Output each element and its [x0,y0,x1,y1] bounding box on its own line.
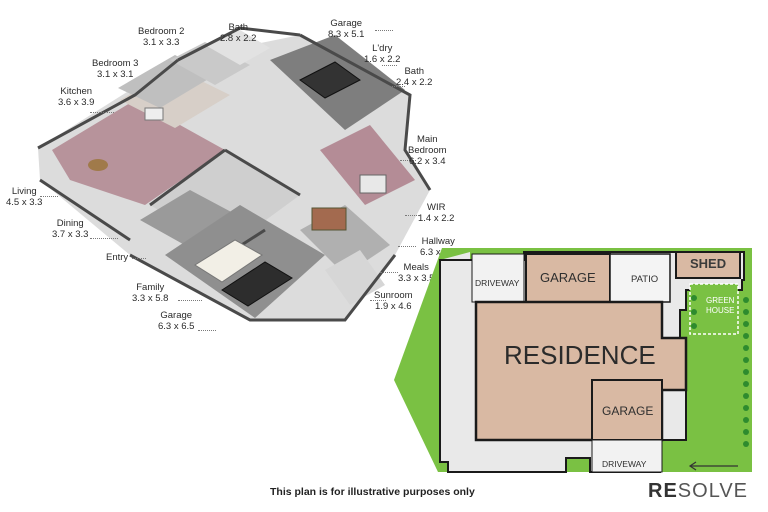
site-garage-bottom: GARAGE [602,404,654,418]
label-bedroom3: Bedroom 3 3.1 x 3.1 [92,58,138,80]
room-name: Garage [160,310,193,321]
entry-arrow [688,461,738,471]
room-name: Bedroom 3 [92,58,139,69]
site-plan [394,248,752,473]
dining-table [88,159,108,171]
room-name: Meals [403,262,429,273]
driveway-top [471,253,525,303]
room-dims: 6.3 x 3.5 [420,247,457,258]
disclaimer-text: This plan is for illustrative purposes o… [270,486,475,498]
label-bedroom2: Bedroom 2 3.1 x 3.3 [138,26,184,48]
room-dims: 1.4 x 2.2 [418,213,455,224]
label-dining: Dining 3.7 x 3.3 [52,218,88,240]
room-name: Dining [56,218,84,229]
car-black [221,261,293,307]
room-name: WIR [426,202,446,213]
site-green-house: GREEN HOUSE [706,296,735,315]
shed [675,251,741,279]
bed-main [359,174,387,194]
site-shed: SHED [690,256,727,271]
room-dims: 6.2 x 3.4 [409,156,446,167]
label-living: Living 4.5 x 3.3 [6,186,42,208]
room-name: Bath [228,22,248,33]
site-patio: PATIO [631,274,659,285]
room-dims: 4.5 x 3.3 [6,197,43,208]
label-family: Family 3.3 x 5.8 [132,282,168,304]
room-dims: 3.3 x 3.5 [398,273,435,284]
room-name: Living [11,186,37,197]
floor-plan-3d [37,26,432,322]
car-white [194,239,263,283]
room-name: Kitchen [60,86,93,97]
logo-part1: RE [648,480,678,502]
room-dims: 1.9 x 4.6 [375,301,412,312]
bed-bedroom3 [144,107,164,121]
room-dims: 8.3 x 5.1 [328,29,365,40]
room-dims: 3.6 x 3.9 [58,97,95,108]
label-sunroom: Sunroom 1.9 x 4.6 [374,290,413,312]
site-residence: RESIDENCE [504,340,656,370]
garage-bottom [591,379,663,441]
label-wir: WIR 1.4 x 2.2 [418,202,454,224]
room-name: Hallway [421,236,455,247]
room-dims: 2.8 x 2.2 [220,33,257,44]
room-dims: 2.4 x 2.2 [396,77,433,88]
label-kitchen: Kitchen 3.6 x 3.9 [58,86,94,108]
room-dims: 3.1 x 3.1 [97,69,134,80]
room-name: Bath [404,66,424,77]
room-name: Sunroom [374,290,413,301]
room-dims: 3.7 x 3.3 [52,229,89,240]
room-dims: 6.3 x 6.5 [158,321,195,332]
site-garage-top: GARAGE [540,270,596,285]
label-garage-bottom: Garage 6.3 x 6.5 [158,310,194,332]
room-dims: 3.3 x 5.8 [132,293,169,304]
living-dining-floor [52,100,225,205]
label-garage-top: Garage 8.3 x 5.1 [328,18,364,40]
site-driveway-top: DRIVEWAY [475,278,520,288]
patio [609,253,671,303]
hedge-row [691,295,749,447]
room-name: L'dry [372,43,393,54]
site-driveway-bottom: DRIVEWAY [602,459,647,469]
brand-logo: RESOLVE [648,480,748,503]
label-main-bedroom: Main Bedroom 6.2 x 3.4 [408,134,447,167]
room-name: Main Bedroom [408,134,447,156]
label-meals: Meals 3.3 x 3.5 [398,262,434,284]
label-bath1: Bath 2.8 x 2.2 [220,22,256,44]
car-garage-top [299,61,361,99]
main-bedroom-floor [320,125,415,205]
room-dims: 3.1 x 3.3 [143,37,180,48]
room-name: Garage [330,18,363,29]
room-dims: 1.6 x 2.2 [364,54,401,65]
driveway-bottom [591,439,663,473]
hot-tub [311,207,347,231]
label-hallway: Hallway 6.3 x 3.5 [420,236,456,258]
logo-part2: SOLVE [677,480,749,502]
label-entry: Entry [106,252,128,263]
room-name: Bedroom 2 [138,26,185,37]
room-name: Family [136,282,165,293]
green-house [689,283,739,335]
room-name: Entry [106,252,129,263]
label-laundry: L'dry 1.6 x 2.2 [364,43,400,65]
sunroom-floor [325,250,385,305]
label-bath2: Bath 2.4 x 2.2 [396,66,432,88]
